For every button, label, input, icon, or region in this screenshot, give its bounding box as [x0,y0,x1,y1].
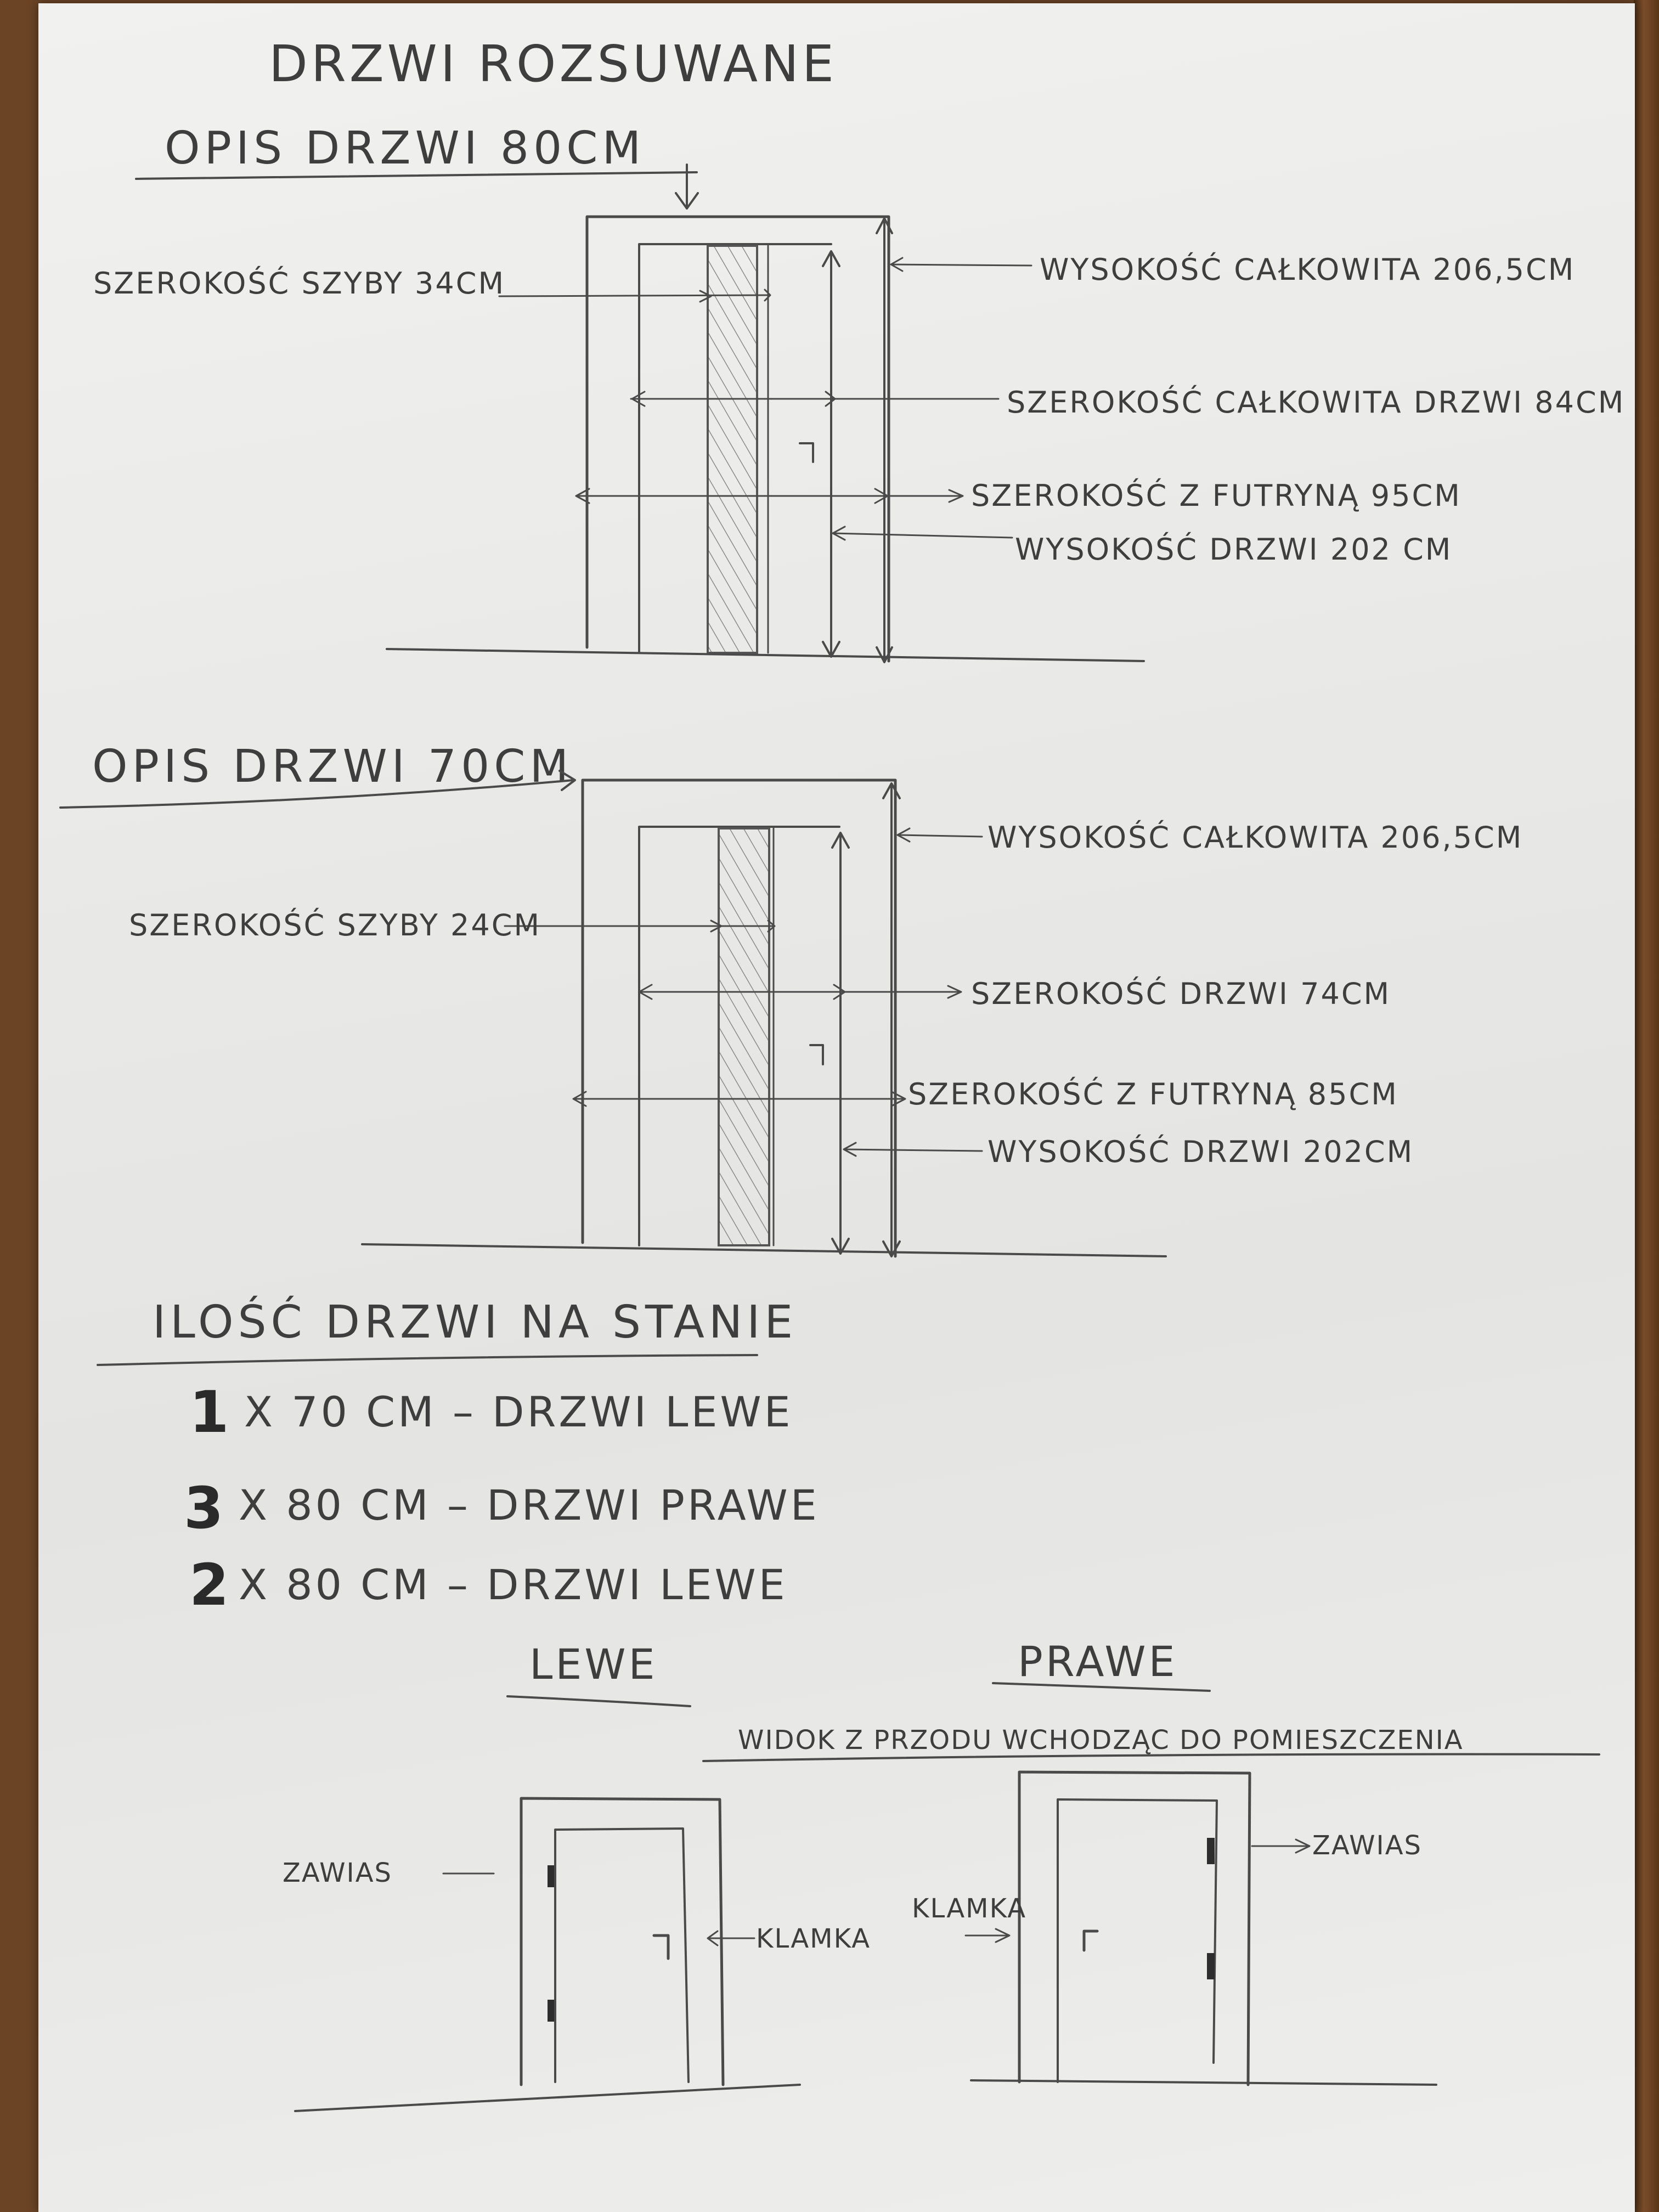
door-80-door-height-label: WYSOKOŚĆ DRZWI 202 cm [1015,532,1452,567]
left-door-hinge-top [548,1865,554,1887]
right-door-diagram: ZAWIAS KLAMKA [912,1770,1437,2086]
door-70-floor-line [361,1243,1167,1257]
door-70-frame-width-line [572,1091,906,1107]
door-80-handle-icon [799,442,814,463]
door-80-heading-underline [135,171,698,180]
left-door-hinge-label: ZAWIAS [283,1858,392,1888]
view-note: WIDOK Z PRZODU WCHODZĄC DO POMIESZCZENIA [738,1725,1464,1756]
table-surface [1634,0,1659,2212]
door-80-door-height-pointer [832,526,1013,541]
door-80-glass-width-line [498,289,771,303]
door-80-heading-arrow [675,163,699,210]
door-80-section: OPIS DRZWI 80cm SZEROKOŚĆ SZYBY 34 [93,122,1625,663]
door-70-glass-width-label: SZEROKOŚĆ SZYBY 24cm [129,908,541,943]
inventory-section: ILOŚĆ DRZWI NA STANIE 1 x 70 cm – DRZWI … [97,1295,820,1618]
left-door-floor [294,2084,801,2112]
left-door-diagram: ZAWIAS KLAMKA [283,1797,871,2112]
right-door-leaf [1057,1798,1218,2083]
left-door-heading-underline [506,1695,691,1707]
inventory-item: 1 x 70 cm – DRZWI LEWE [189,1379,793,1446]
left-door-handle-pointer [707,1930,755,1946]
door-80-floor-line [386,648,1145,662]
right-door-hinge-bottom [1207,1953,1215,1979]
left-door-frame [520,1797,725,2086]
right-door-heading-underline [992,1682,1211,1692]
door-80-glass-width-label: SZEROKOŚĆ SZYBY 34cm [93,266,505,301]
inventory-item: 2 x 80 cm – DRZWI LEWE [189,1551,788,1618]
door-80-frame-width-label: SZEROKOŚĆ Z FUTRYNĄ 95cm [971,478,1462,513]
right-door-frame [1018,1770,1251,2086]
inventory-item-qty: 3 [184,1475,223,1542]
door-80-total-width-label: SZEROKOŚĆ CAŁKOWITA DRZWI 84cm [1007,385,1625,420]
left-door-leaf [554,1827,690,2083]
door-70-heading: OPIS DRZWI 70cm [92,741,573,793]
inventory-heading-underline [97,1354,758,1366]
door-80-total-height-arrow [876,217,893,663]
door-70-door-height-label: WYSOKOŚĆ DRZWI 202cm [988,1135,1414,1169]
view-note-underline [702,1753,1600,1762]
door-70-door-width-line [638,984,962,1000]
door-70-glass [718,827,770,1246]
door-70-frame [581,778,897,1258]
right-door-hinge-label: ZAWIAS [1312,1830,1422,1861]
right-door-hinge-top [1207,1838,1215,1864]
right-door-heading: PRAWE [1018,1637,1178,1686]
door-80-leaf [638,243,832,654]
inventory-item-text: x 80 cm – DRZWI LEWE [239,1560,788,1609]
door-70-leaf [638,826,840,1246]
right-door-handle-label: KLAMKA [912,1893,1026,1924]
door-80-glass [707,245,758,654]
door-70-glass-width-line [504,919,776,933]
inventory-item-qty: 1 [189,1379,229,1446]
page-title: DRZWI ROZSUWANE [269,35,837,93]
door-80-frame-width-line [575,488,964,504]
left-door-handle-label: KLAMKA [756,1923,871,1954]
door-70-door-height-arrow [831,832,850,1255]
paper-sheet [38,3,1635,2212]
right-door-handle-pointer [964,1928,1011,1943]
door-80-door-height-arrow [822,250,840,658]
door-80-heading: OPIS DRZWI 80cm [165,122,645,174]
inventory-item: 3 x 80 cm – DRZWI PRAWE [184,1475,820,1542]
door-70-total-height-pointer [896,827,983,843]
door-80-frame [585,215,890,663]
door-70-total-height-arrow [882,782,901,1257]
inventory-item-text: x 70 cm – DRZWI LEWE [244,1387,793,1436]
door-70-total-height-label: WYSOKOŚĆ CAŁKOWITA 206,5cm [988,820,1523,855]
door-80-drawing [386,215,1145,663]
door-80-total-width-line [630,391,1000,407]
door-70-heading-pointer [59,770,576,809]
right-door-handle-icon [1082,1929,1099,1952]
door-80-total-height-label: WYSOKOŚĆ CAŁKOWITA 206,5cm [1040,252,1575,287]
right-door-hinge-pointer [1251,1838,1311,1854]
door-70-door-height-pointer [843,1142,983,1157]
door-70-handle-icon [809,1044,824,1065]
door-70-drawing [361,778,1167,1258]
inventory-item-text: x 80 cm – DRZWI PRAWE [239,1481,820,1530]
door-70-frame-width-label: SZEROKOŚĆ Z FUTRYNĄ 85cm [908,1077,1398,1111]
left-door-handle-icon [652,1934,670,1960]
orientation-section: LEWE PRAWE WIDOK Z PRZODU WCHODZĄC DO PO… [283,1637,1600,2112]
left-door-heading: LEWE [529,1640,658,1689]
door-70-door-width-label: SZEROKOŚĆ DRZWI 74cm [971,977,1391,1011]
left-door-hinge-bottom [548,2000,554,2022]
door-70-section: OPIS DRZWI 70cm WYSOKOŚĆ CAŁKOWITA 206,5… [59,741,1523,1258]
door-80-total-height-pointer [890,257,1032,272]
inventory-heading: ILOŚĆ DRZWI NA STANIE [153,1295,797,1348]
right-door-floor [970,2079,1437,2086]
inventory-item-qty: 2 [189,1551,229,1618]
